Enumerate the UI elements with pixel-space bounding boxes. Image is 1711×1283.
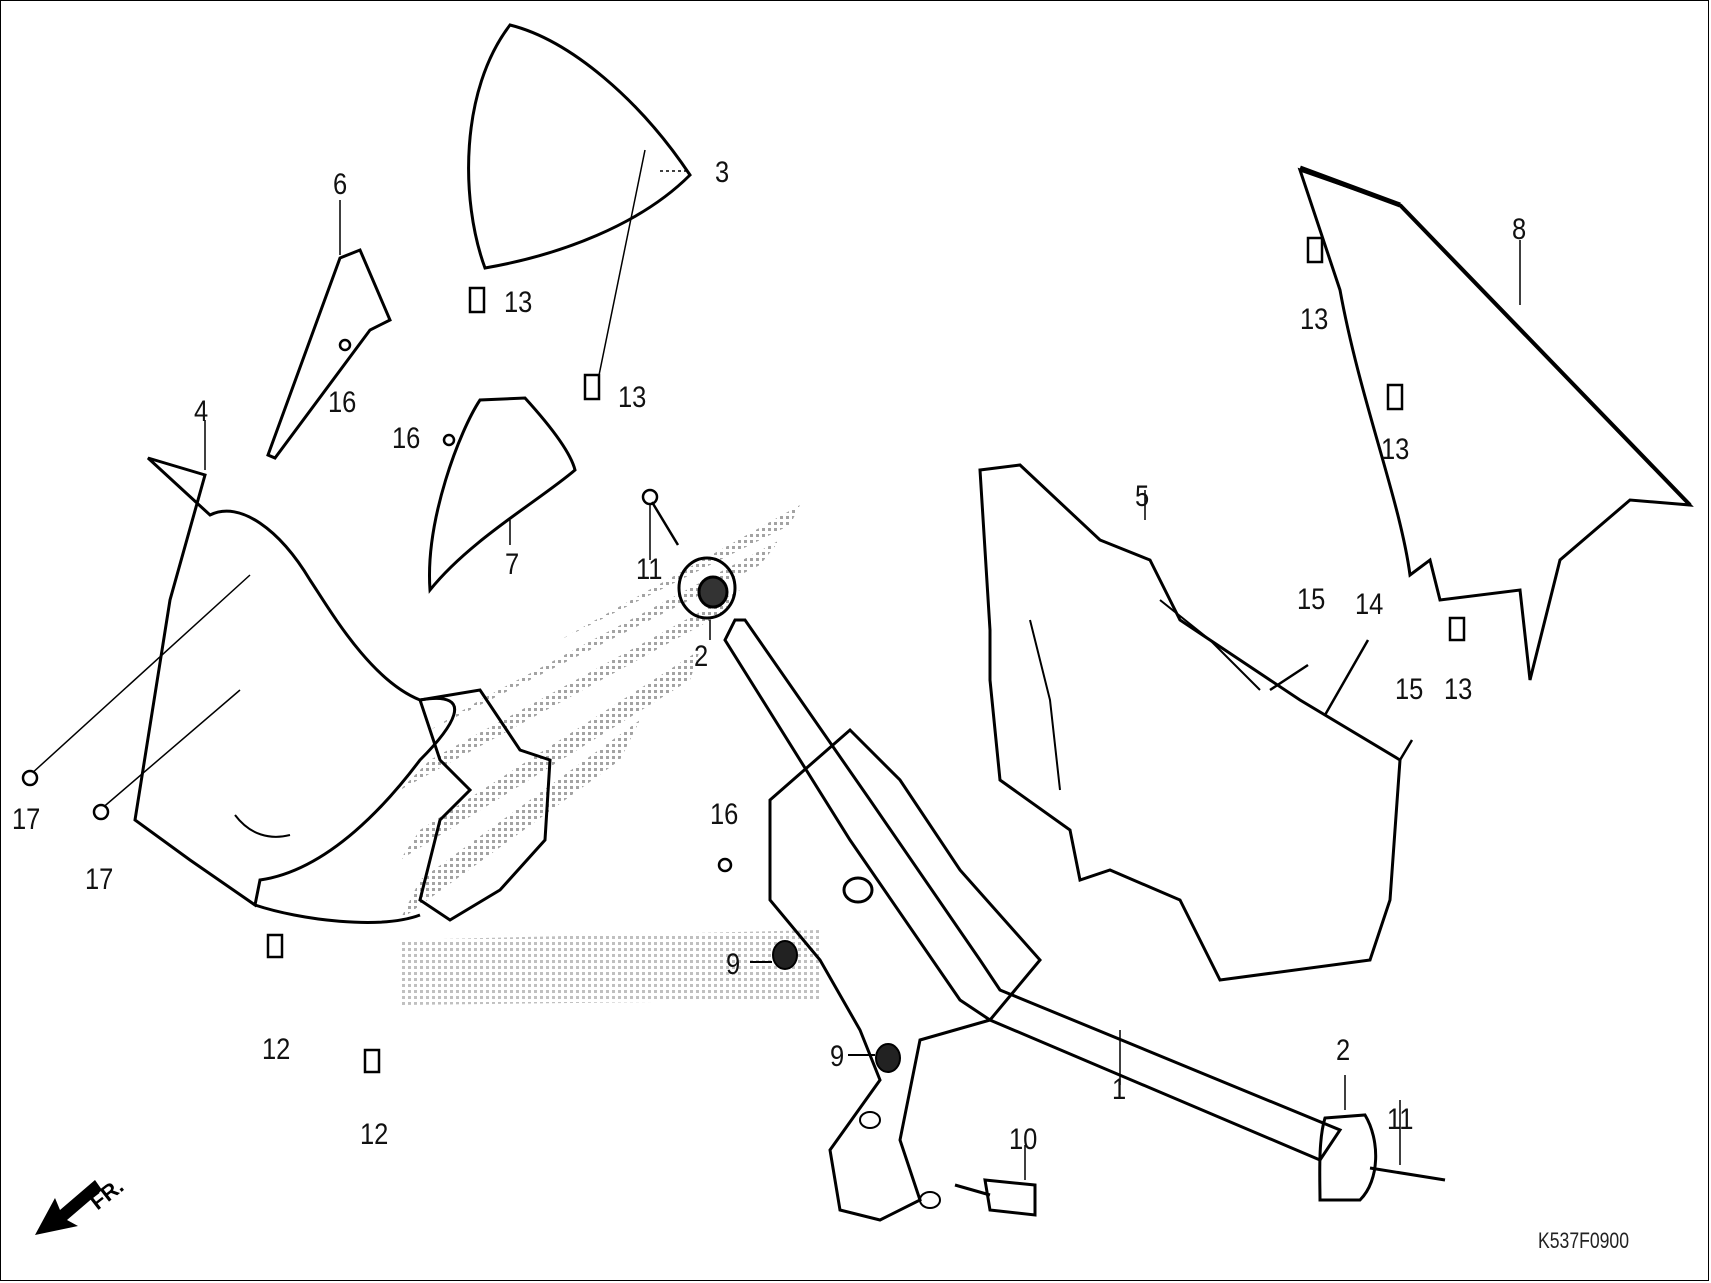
front-direction-arrow: [35, 1180, 102, 1235]
callout-11-left: 11: [636, 553, 663, 586]
grip-end-right-part: [1318, 1075, 1378, 1202]
callout-12-b: 12: [360, 1118, 389, 1151]
callout-17-a: 17: [12, 803, 41, 836]
callout-13-e: 13: [1444, 673, 1473, 706]
callout-16-b: 16: [392, 422, 421, 455]
screw-11-left-part: [641, 488, 680, 560]
trim-left-part: [266, 200, 392, 460]
callout-15-a: 15: [1297, 583, 1326, 616]
callout-13-a: 13: [504, 286, 533, 319]
callout-13-c: 13: [1300, 303, 1329, 336]
callout-15-b: 15: [1395, 673, 1424, 706]
grip-end-left-part: [677, 556, 737, 640]
callout-16-c: 16: [710, 798, 739, 831]
callout-17-b: 17: [85, 863, 114, 896]
callout-6: 6: [333, 168, 348, 201]
callout-5: 5: [1135, 480, 1150, 513]
callout-1: 1: [1112, 1073, 1127, 1106]
trim-right-part: [428, 396, 577, 594]
callout-3: 3: [715, 156, 730, 189]
screw-11-right-part: [1369, 1100, 1446, 1182]
callout-14: 14: [1355, 588, 1384, 621]
callout-2-left: 2: [694, 640, 709, 673]
callout-12-a: 12: [262, 1033, 291, 1066]
callout-11-right: 11: [1387, 1103, 1414, 1136]
callout-16-a: 16: [328, 386, 357, 419]
small-fastener-parts: [21, 236, 1466, 1074]
bolt-10-part: [954, 1145, 1037, 1217]
nut-9-parts: [750, 940, 901, 1073]
callout-4: 4: [194, 395, 209, 428]
callout-10: 10: [1009, 1123, 1038, 1156]
callout-2-right: 2: [1336, 1034, 1351, 1067]
handlebar-part: [723, 618, 1343, 1222]
callout-8: 8: [1512, 213, 1527, 246]
callout-7: 7: [505, 548, 520, 581]
callout-13-d: 13: [1381, 433, 1410, 466]
rear-cover-part: [978, 463, 1402, 982]
front-cover-part: [29, 420, 552, 924]
honda-wing-watermark: [400, 505, 820, 1005]
callout-9-b: 9: [830, 1040, 845, 1073]
callout-9-a: 9: [726, 948, 741, 981]
meter-visor-part: [1297, 165, 1694, 681]
callout-13-b: 13: [618, 381, 647, 414]
diagram-code: K537F0900: [1538, 1228, 1630, 1253]
windscreen-part: [467, 23, 692, 386]
